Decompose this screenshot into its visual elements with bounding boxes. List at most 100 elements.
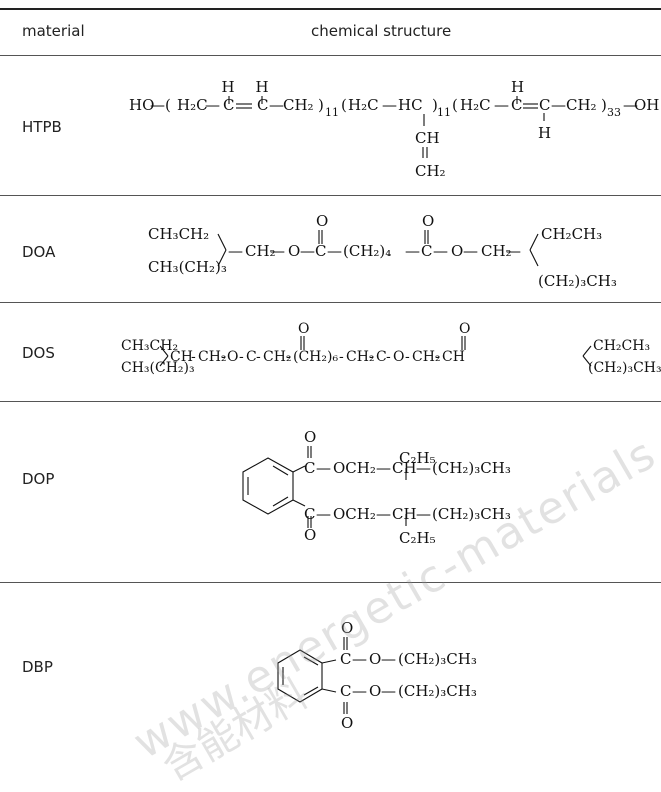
svg-text:C: C [223, 96, 234, 114]
svg-text:-: - [369, 349, 374, 365]
svg-text:CH₂: CH₂ [263, 349, 292, 365]
row-rule-2 [0, 302, 661, 303]
svg-text:-: - [221, 349, 226, 365]
svg-text:): ) [318, 96, 324, 114]
svg-text:—: — [463, 242, 478, 260]
svg-text:O: O [369, 682, 381, 700]
svg-text:CH: CH [392, 505, 417, 523]
svg-text:(: ( [341, 96, 347, 114]
svg-text:H₂C: H₂C [177, 96, 208, 114]
svg-text:C: C [511, 96, 522, 114]
svg-text:CH₃CH₂: CH₃CH₂ [121, 338, 178, 354]
svg-text:—: — [376, 505, 391, 523]
svg-text:—: — [300, 242, 315, 260]
svg-text:CH₂: CH₂ [481, 242, 512, 260]
svg-text:(CH₂)₄: (CH₂)₄ [343, 242, 391, 260]
svg-text:CH₂: CH₂ [245, 242, 276, 260]
structure-table: material chemical structure HTPB DOA DOS… [0, 8, 661, 790]
structure-dbp: O O C — O — (CH₂)₃CH₃ C — O — (CH₂)₃CH₃ [340, 619, 477, 732]
top-rule [0, 8, 661, 10]
svg-text:O: O [369, 650, 381, 668]
svg-text:C: C [376, 349, 387, 365]
svg-text:(CH₂)₃CH₃: (CH₂)₃CH₃ [538, 272, 617, 290]
svg-text:—: — [416, 459, 431, 477]
svg-text:—: — [228, 242, 243, 260]
svg-text:H: H [511, 78, 524, 96]
svg-text:—: — [316, 459, 331, 477]
svg-text:C₂H₅: C₂H₅ [399, 449, 436, 467]
svg-text:CH₂CH₃: CH₂CH₃ [593, 338, 650, 354]
svg-text:—: — [416, 505, 431, 523]
svg-text:OCH₂: OCH₂ [333, 459, 376, 477]
svg-text:C: C [539, 96, 550, 114]
svg-text:—(: —( [150, 96, 171, 114]
svg-text:(CH₂)₃CH₃: (CH₂)₃CH₃ [432, 459, 511, 477]
svg-text:-: - [286, 349, 291, 365]
chemical-structures: H H HO —( H₂C — C C — CH₂ ) 11 ( H₂C — H… [121, 78, 661, 732]
svg-text:C: C [340, 650, 351, 668]
svg-text:-: - [386, 349, 391, 365]
svg-text:CH₂: CH₂ [415, 162, 446, 180]
svg-text:-: - [339, 349, 344, 365]
svg-text:—: — [352, 682, 367, 700]
svg-text:O: O [341, 619, 353, 637]
svg-text:(CH₂)₃CH₃: (CH₂)₃CH₃ [398, 682, 477, 700]
svg-text:O: O [341, 714, 353, 732]
svg-text:CH: CH [415, 129, 440, 147]
material-dbp: DBP [22, 658, 53, 676]
svg-text:C: C [421, 242, 432, 260]
svg-text:): ) [601, 96, 607, 114]
svg-text:—: — [551, 96, 566, 114]
svg-text:OCH₂: OCH₂ [333, 505, 376, 523]
row-rule-3 [0, 401, 661, 402]
svg-text:—: — [381, 682, 396, 700]
svg-text:—: — [405, 242, 420, 260]
svg-text:O: O [227, 349, 238, 365]
svg-text:—: — [506, 242, 521, 260]
material-htpb: HTPB [22, 118, 62, 136]
svg-text:CH₂: CH₂ [346, 349, 375, 365]
svg-text:): ) [432, 96, 438, 114]
svg-text:O: O [298, 321, 309, 337]
svg-text:HC: HC [398, 96, 423, 114]
svg-text:—: — [205, 96, 220, 114]
svg-text:C: C [246, 349, 257, 365]
structure-doa: CH₃CH₂ CH₃(CH₂)₃ — CH₂ — O — C — (CH₂)₄ … [148, 212, 617, 290]
svg-text:CH₃(CH₂)₃: CH₃(CH₂)₃ [121, 360, 195, 376]
svg-text:CH₂CH₃: CH₂CH₃ [541, 225, 602, 243]
svg-text:H₂C: H₂C [348, 96, 379, 114]
header-material: material [22, 22, 85, 40]
svg-text:H: H [221, 78, 234, 96]
svg-text:(CH₂)₃CH₃: (CH₂)₃CH₃ [398, 650, 477, 668]
svg-text:O: O [422, 212, 434, 230]
svg-text:C: C [340, 682, 351, 700]
svg-text:C: C [315, 242, 326, 260]
svg-text:CH₂: CH₂ [283, 96, 314, 114]
svg-text:O: O [451, 242, 463, 260]
svg-text:—: — [270, 242, 285, 260]
svg-text:O: O [304, 428, 316, 446]
material-dop: DOP [22, 470, 55, 488]
svg-text:H: H [538, 124, 551, 142]
svg-text:O: O [459, 321, 470, 337]
structure-dop: O O C — OCH₂ — CH — (CH₂)₃CH₃ C₂H₅ C — O… [304, 428, 511, 547]
svg-text:C: C [304, 459, 315, 477]
svg-text:CH: CH [392, 459, 417, 477]
svg-text:11: 11 [325, 106, 339, 119]
header-structure: chemical structure [311, 22, 452, 40]
svg-text:—: — [352, 650, 367, 668]
svg-text:—: — [376, 459, 391, 477]
svg-text:C: C [304, 505, 315, 523]
svg-text:CH₂: CH₂ [412, 349, 441, 365]
svg-text:HO: HO [129, 96, 154, 114]
svg-text:(CH₂)₃CH₃: (CH₂)₃CH₃ [432, 505, 511, 523]
svg-text:H: H [255, 78, 268, 96]
svg-text:H₂C: H₂C [460, 96, 491, 114]
row-rule-4 [0, 582, 661, 583]
svg-text:—: — [494, 96, 509, 114]
svg-text:CH₂: CH₂ [198, 349, 227, 365]
svg-text:(: ( [452, 96, 458, 114]
svg-text:-: - [191, 349, 196, 365]
structure-htpb: H H HO —( H₂C — C C — CH₂ ) 11 ( H₂C — H… [129, 78, 659, 180]
svg-text:OH: OH [634, 96, 659, 114]
